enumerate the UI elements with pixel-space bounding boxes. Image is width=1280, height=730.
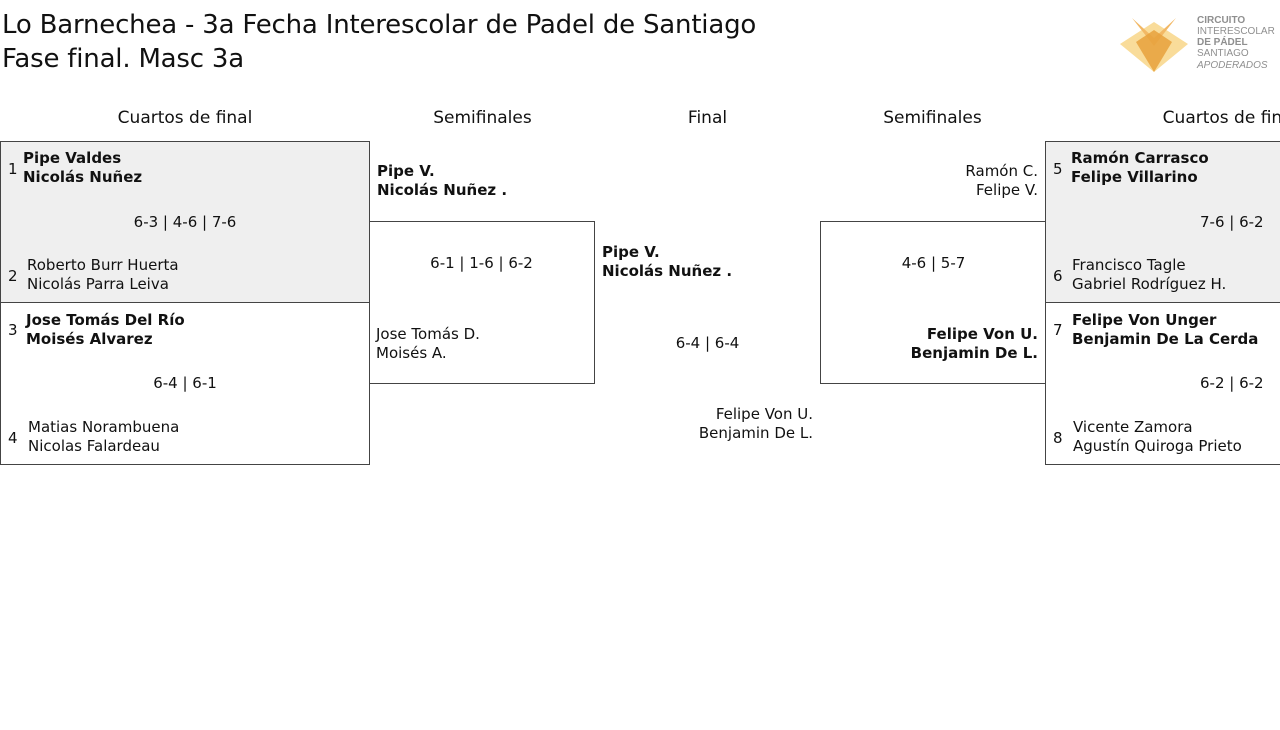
seed-number: 8 bbox=[1053, 429, 1063, 447]
player-name: Felipe V. bbox=[976, 181, 1038, 199]
player-name: Pipe V. bbox=[602, 243, 660, 261]
round-header-right-quarters: Cuartos de final bbox=[1045, 108, 1280, 128]
player-name: Nicolás Nuñez . bbox=[602, 262, 733, 280]
player-name: Roberto Burr Huerta bbox=[27, 256, 179, 274]
player-name: Agustín Quiroga Prieto bbox=[1073, 437, 1242, 455]
round-header-final: Final bbox=[687, 108, 728, 128]
team-sf1-bottom: Jose Tomás D. Moisés A. bbox=[376, 325, 480, 363]
match-score: 7-6 | 6-2 bbox=[1200, 213, 1264, 231]
team-sf2-bottom: Felipe Von U. Benjamin De L. bbox=[821, 325, 1038, 363]
logo-line-circuito: CIRCUITO bbox=[1197, 15, 1246, 26]
player-name: Benjamin De La Cerda bbox=[1072, 330, 1259, 348]
team-qf3-top: Ramón Carrasco Felipe Villarino bbox=[1071, 149, 1209, 187]
player-name: Benjamin De L. bbox=[698, 424, 813, 442]
team-qf4-top: Felipe Von Unger Benjamin De La Cerda bbox=[1072, 311, 1258, 349]
team-qf1-bottom: Roberto Burr Huerta Nicolás Parra Leiva bbox=[27, 256, 179, 294]
phase-subtitle: Fase final. Masc 3a bbox=[2, 44, 244, 74]
player-name: Jose Tomás Del Río bbox=[26, 311, 185, 329]
player-name: Nicolás Nuñez . bbox=[377, 181, 508, 199]
match-qf4[interactable]: 7 Felipe Von Unger Benjamin De La Cerda … bbox=[1045, 302, 1280, 465]
team-sf1-top: Pipe V. Nicolás Nuñez . bbox=[377, 162, 507, 200]
round-header-right-semis: Semifinales bbox=[883, 108, 982, 128]
team-qf1-top: Pipe Valdes Nicolás Nuñez bbox=[23, 149, 142, 187]
match-score: 6-1 | 1-6 | 6-2 bbox=[430, 254, 533, 272]
seed-number: 3 bbox=[8, 321, 18, 339]
player-name: Felipe Von Unger bbox=[1072, 311, 1217, 329]
match-qf1[interactable]: 1 Pipe Valdes Nicolás Nuñez 6-3 | 4-6 | … bbox=[0, 141, 370, 303]
round-header-left-quarters: Cuartos de final bbox=[117, 108, 253, 128]
seed-number: 5 bbox=[1053, 160, 1063, 178]
seed-number: 2 bbox=[8, 267, 18, 285]
round-header-left-semis: Semifinales bbox=[433, 108, 532, 128]
team-final-top: Pipe V. Nicolás Nuñez . bbox=[602, 243, 732, 281]
player-name: Felipe Villarino bbox=[1071, 168, 1198, 186]
logo-line-interescolar: INTERESCOLAR bbox=[1197, 26, 1275, 37]
player-name: Vicente Zamora bbox=[1073, 418, 1193, 436]
tournament-title: Lo Barnechea - 3a Fecha Interescolar de … bbox=[2, 10, 757, 40]
player-name: Felipe Von U. bbox=[926, 325, 1038, 343]
player-name: Matias Norambuena bbox=[28, 418, 180, 436]
seed-number: 6 bbox=[1053, 267, 1063, 285]
logo-line-padel: DE PÁDEL bbox=[1197, 37, 1248, 48]
round-header-right-quarters-label: Cuartos de final bbox=[1162, 108, 1280, 128]
team-final-bottom: Felipe Von U. Benjamin De L. bbox=[595, 405, 813, 443]
player-name: Pipe Valdes bbox=[23, 149, 122, 167]
page-title: Lo Barnechea - 3a Fecha Interescolar de … bbox=[2, 8, 756, 76]
player-name: Felipe Von U. bbox=[715, 405, 813, 423]
player-name: Nicolás Nuñez bbox=[23, 168, 143, 186]
match-score: 4-6 | 5-7 bbox=[901, 254, 966, 272]
match-score: 6-2 | 6-2 bbox=[1200, 374, 1264, 392]
team-qf2-bottom: Matias Norambuena Nicolas Falardeau bbox=[28, 418, 179, 456]
match-qf3[interactable]: 5 Ramón Carrasco Felipe Villarino 7-6 | … bbox=[1045, 141, 1280, 303]
player-name: Nicolás Parra Leiva bbox=[27, 275, 169, 293]
match-qf2[interactable]: 3 Jose Tomás Del Río Moisés Alvarez 6-4 … bbox=[0, 302, 370, 465]
fox-logo-icon bbox=[1120, 18, 1188, 72]
final-score: 6-4 | 6-4 bbox=[675, 334, 740, 352]
player-name: Jose Tomás D. bbox=[376, 325, 480, 343]
player-name: Moisés Alvarez bbox=[26, 330, 153, 348]
logo-line-santiago: SANTIAGO bbox=[1197, 48, 1249, 59]
team-qf2-top: Jose Tomás Del Río Moisés Alvarez bbox=[26, 311, 185, 349]
logo-line-apoderados: APODERADOS bbox=[1197, 60, 1268, 71]
match-sf2[interactable]: 4-6 | 5-7 Felipe Von U. Benjamin De L. bbox=[820, 221, 1046, 384]
player-name: Benjamin De L. bbox=[910, 344, 1038, 362]
player-name: Moisés A. bbox=[376, 344, 447, 362]
player-name: Nicolas Falardeau bbox=[28, 437, 160, 455]
player-name: Pipe V. bbox=[377, 162, 435, 180]
player-name: Francisco Tagle bbox=[1072, 256, 1186, 274]
circuit-logo: CIRCUITO INTERESCOLAR DE PÁDEL SANTIAGO … bbox=[1118, 14, 1280, 76]
team-sf2-top: Ramón C. Felipe V. bbox=[820, 162, 1038, 200]
player-name: Ramón C. bbox=[965, 162, 1038, 180]
seed-number: 1 bbox=[8, 160, 18, 178]
seed-number: 4 bbox=[8, 429, 18, 447]
match-score: 6-3 | 4-6 | 7-6 bbox=[133, 213, 237, 231]
match-sf1[interactable]: 6-1 | 1-6 | 6-2 Jose Tomás D. Moisés A. bbox=[369, 221, 595, 384]
player-name: Ramón Carrasco bbox=[1071, 149, 1209, 167]
seed-number: 7 bbox=[1053, 321, 1063, 339]
match-score: 6-4 | 6-1 bbox=[153, 374, 217, 392]
player-name: Gabriel Rodríguez H. bbox=[1072, 275, 1227, 293]
team-qf3-bottom: Francisco Tagle Gabriel Rodríguez H. bbox=[1072, 256, 1226, 294]
team-qf4-bottom: Vicente Zamora Agustín Quiroga Prieto bbox=[1073, 418, 1242, 456]
